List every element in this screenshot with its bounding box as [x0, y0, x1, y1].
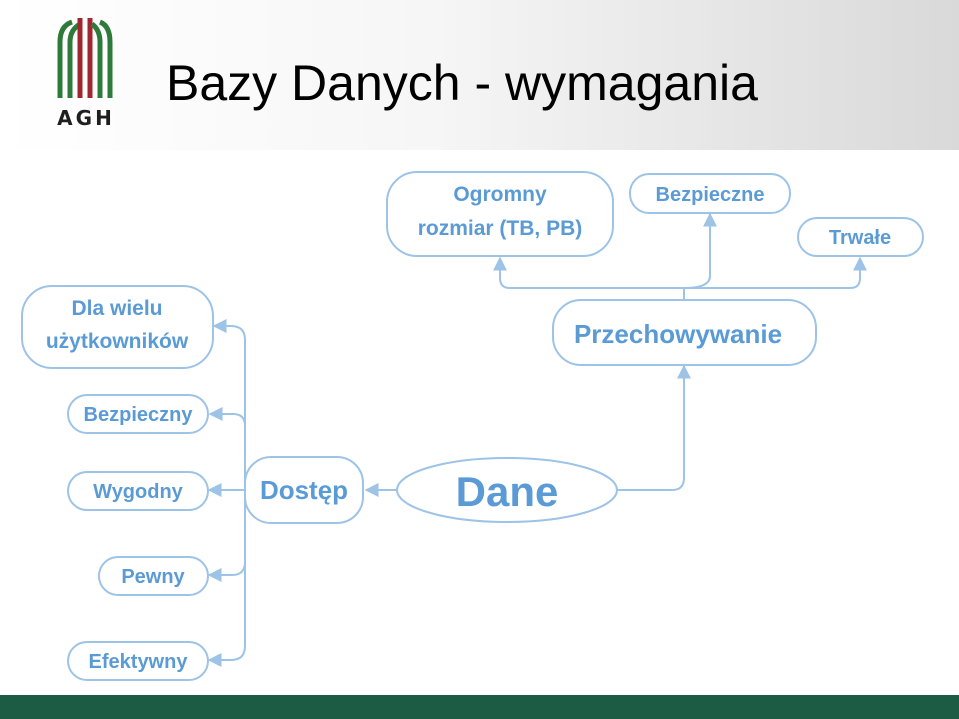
node-pewny: [98, 556, 209, 596]
agh-logo-mark-icon: [57, 18, 113, 98]
node-dane-label: Dane: [456, 468, 559, 515]
node-ogromny-rozmiar: [386, 171, 614, 257]
node-wygodny: [67, 471, 209, 511]
node-bezpieczny-label: Bezpieczny: [84, 404, 194, 426]
arrow-dane-to-przechowywanie: [617, 364, 691, 491]
arrow-dostep-to-pewny: [207, 490, 246, 582]
node-dostep: [244, 456, 364, 524]
arrow-przechowywanie-to-bezpieczne: [683, 212, 717, 289]
node-efektywny: [67, 641, 209, 681]
node-ogromny-label-line1: Ogromny: [453, 183, 547, 206]
node-ogromny-label-line2: rozmiar (TB, PB): [418, 217, 583, 240]
agh-logo: AGH: [50, 12, 122, 137]
arrow-dostep-to-dla-wielu: [212, 319, 246, 490]
connector-lines: [207, 212, 867, 667]
node-przechowywanie: [552, 299, 817, 366]
arrow-dostep-to-bezpieczny: [208, 407, 246, 427]
slide-header: AGH Bazy Danych - wymagania: [0, 0, 959, 150]
node-dane: [396, 457, 618, 523]
arrow-dostep-to-efektywny: [207, 560, 246, 667]
node-dla-wielu: [21, 285, 214, 369]
arrow-przechowywanie-to-ogromny: [493, 256, 685, 299]
node-trwale: [797, 217, 924, 257]
node-bezpieczne: [629, 173, 791, 214]
footer-bar: [0, 695, 959, 719]
node-trwale-label: Trwałe: [829, 227, 891, 249]
node-bezpieczny: [67, 394, 209, 434]
node-dla-wielu-label-line1: Dla wielu: [71, 297, 162, 320]
mind-map-diagram: Dane Dostęp Przechowywanie Ogromny rozmi…: [21, 171, 924, 681]
node-przechowywanie-label: Przechowywanie: [574, 319, 782, 349]
node-dla-wielu-label-line2: użytkowników: [46, 330, 189, 353]
node-pewny-label: Pewny: [121, 566, 185, 588]
page-title: Bazy Danych - wymagania: [166, 55, 758, 111]
arrow-przechowywanie-to-trwale: [684, 256, 867, 289]
node-dostep-label: Dostęp: [260, 475, 348, 505]
agh-logo-text: AGH: [57, 106, 115, 130]
node-efektywny-label: Efektywny: [89, 651, 189, 673]
node-wygodny-label: Wygodny: [93, 481, 184, 503]
node-bezpieczne-label: Bezpieczne: [656, 184, 765, 206]
